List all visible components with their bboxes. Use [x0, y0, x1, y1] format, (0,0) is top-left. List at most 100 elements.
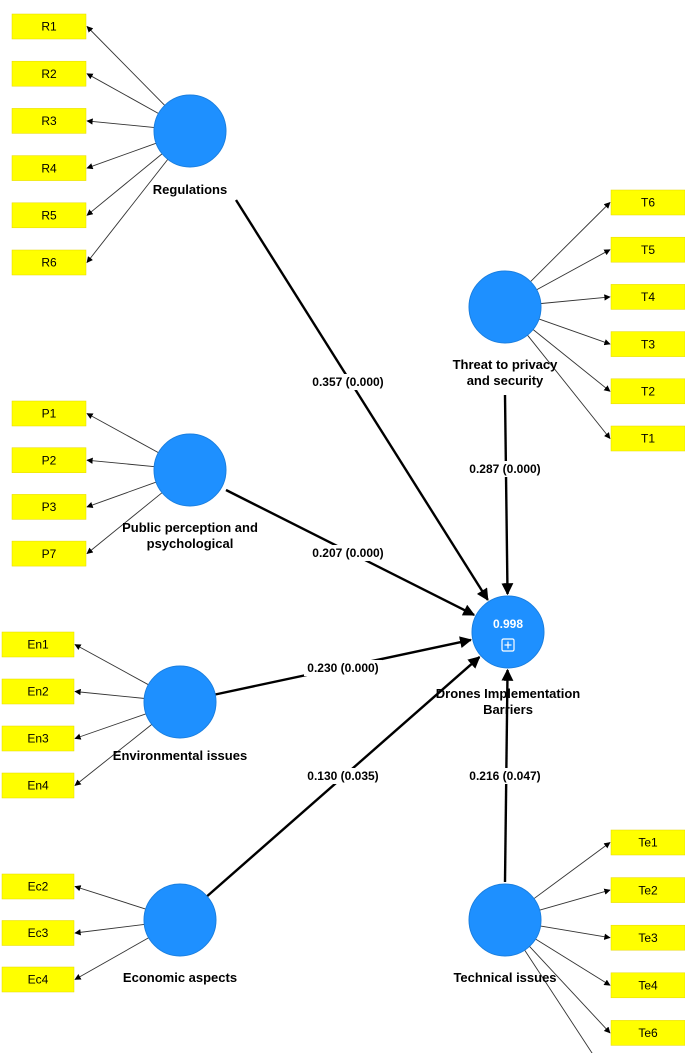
construct-label-pub-line: psychological: [147, 536, 234, 551]
path-label-bg: [304, 768, 382, 784]
construct-label-env-line: Environmental issues: [113, 748, 247, 763]
indicator-label: Ec3: [28, 926, 49, 940]
loading-arrow: [86, 157, 170, 263]
path-coefficient-reg: 0.357 (0.000): [312, 375, 383, 389]
indicator-r3[interactable]: [11, 108, 87, 134]
indicator-te2[interactable]: [610, 877, 685, 903]
indicator-label: En3: [27, 732, 49, 746]
indicator-label: P1: [42, 407, 57, 421]
indicator-t1[interactable]: [610, 425, 685, 452]
indicator-en3[interactable]: [1, 725, 75, 752]
loading-arrow: [533, 937, 611, 986]
path-coefficient-thr: 0.287 (0.000): [469, 462, 540, 476]
r-squared-value: 0.998: [493, 617, 523, 631]
construct-eco[interactable]: [143, 883, 217, 957]
indicator-label: R5: [41, 208, 57, 222]
indicator-t5[interactable]: [610, 236, 685, 263]
loading-arrow: [523, 948, 593, 1053]
indicator-label: T3: [641, 337, 655, 351]
path-arrow-reg: [234, 199, 489, 601]
indicator-label: P3: [42, 500, 57, 514]
construct-label-eco: Economic aspects: [123, 970, 237, 985]
indicator-p7[interactable]: [11, 540, 87, 567]
indicator-ec3[interactable]: [1, 920, 75, 946]
loading-arrow: [86, 152, 164, 216]
construct-label-reg-line: Regulations: [153, 182, 227, 197]
path-label-bg: [466, 768, 544, 784]
indicator-r6[interactable]: [11, 249, 87, 276]
construct-label-env: Environmental issues: [113, 748, 247, 763]
loading-arrow: [86, 142, 159, 170]
indicator-en2[interactable]: [1, 678, 75, 705]
indicator-label: Te4: [638, 978, 658, 992]
indicator-label: Ec4: [28, 973, 49, 987]
construct-tec[interactable]: [468, 883, 542, 957]
indicator-te3[interactable]: [610, 924, 685, 951]
indicator-t6[interactable]: [610, 189, 685, 216]
indicator-r1[interactable]: [11, 13, 87, 40]
loading-arrow: [534, 249, 611, 292]
indicator-r2[interactable]: [11, 60, 87, 87]
construct-drones-implementation-barriers[interactable]: [471, 595, 545, 669]
construct-label-pub-line: Public perception and: [122, 520, 258, 535]
indicator-label: Ec2: [28, 880, 49, 894]
outcome-label-line: Drones Implementation: [436, 686, 581, 701]
path-label-bg: [304, 660, 382, 676]
loading-arrow: [527, 944, 611, 1034]
indicator-label: T6: [641, 196, 655, 210]
loading-arrow: [74, 936, 151, 980]
loading-arrow: [74, 644, 151, 687]
loading-arrow: [74, 923, 147, 936]
path-label-bg: [309, 374, 387, 390]
loading-arrow: [86, 26, 167, 108]
indicator-label: En1: [27, 638, 49, 652]
indicator-label: R2: [41, 67, 57, 81]
indicator-ec4[interactable]: [1, 966, 75, 993]
path-arrow-thr: [501, 394, 514, 596]
indicator-t4[interactable]: [610, 284, 685, 310]
indicator-t3[interactable]: [610, 331, 685, 357]
indicator-en4[interactable]: [1, 772, 75, 799]
construct-reg[interactable]: [153, 94, 227, 168]
loading-arrow: [531, 327, 611, 392]
plus-square-icon[interactable]: [501, 638, 515, 652]
indicator-label: Te6: [638, 1026, 658, 1040]
loading-arrow: [538, 294, 611, 305]
construct-pub[interactable]: [153, 433, 227, 507]
indicator-p1[interactable]: [11, 400, 87, 427]
loading-arrow: [532, 842, 611, 901]
loading-arrow: [538, 925, 611, 940]
loading-arrow: [86, 481, 159, 508]
indicator-r5[interactable]: [11, 202, 87, 229]
indicator-p3[interactable]: [11, 494, 87, 520]
indicator-label: R3: [41, 114, 57, 128]
construct-thr[interactable]: [468, 270, 542, 344]
path-coefficient-eco: 0.130 (0.035): [307, 769, 378, 783]
loading-arrow: [74, 712, 149, 740]
indicator-r4[interactable]: [11, 155, 87, 181]
construct-label-eco-line: Economic aspects: [123, 970, 237, 985]
indicator-en1[interactable]: [1, 631, 75, 658]
loading-arrow: [536, 317, 611, 346]
construct-env[interactable]: [143, 665, 217, 739]
indicator-label: P7: [42, 547, 57, 561]
indicator-te4[interactable]: [610, 972, 685, 999]
indicator-te6[interactable]: [610, 1020, 685, 1046]
path-label-bg: [309, 545, 387, 561]
construct-label-tec-line: Technical issues: [453, 970, 556, 985]
indicator-label: En2: [27, 685, 49, 699]
indicator-te1[interactable]: [610, 829, 685, 856]
indicator-t2[interactable]: [610, 378, 685, 405]
construct-label-tec: Technical issues: [453, 970, 556, 985]
construct-label-thr-line: Threat to privacy: [453, 357, 559, 372]
indicator-label: R1: [41, 20, 57, 34]
indicator-p2[interactable]: [11, 447, 87, 473]
path-label-bg: [466, 461, 544, 477]
indicator-label: Te1: [638, 836, 658, 850]
indicator-ec2[interactable]: [1, 873, 75, 900]
construct-label-thr-line: and security: [467, 373, 544, 388]
indicator-label: Te2: [638, 883, 658, 897]
